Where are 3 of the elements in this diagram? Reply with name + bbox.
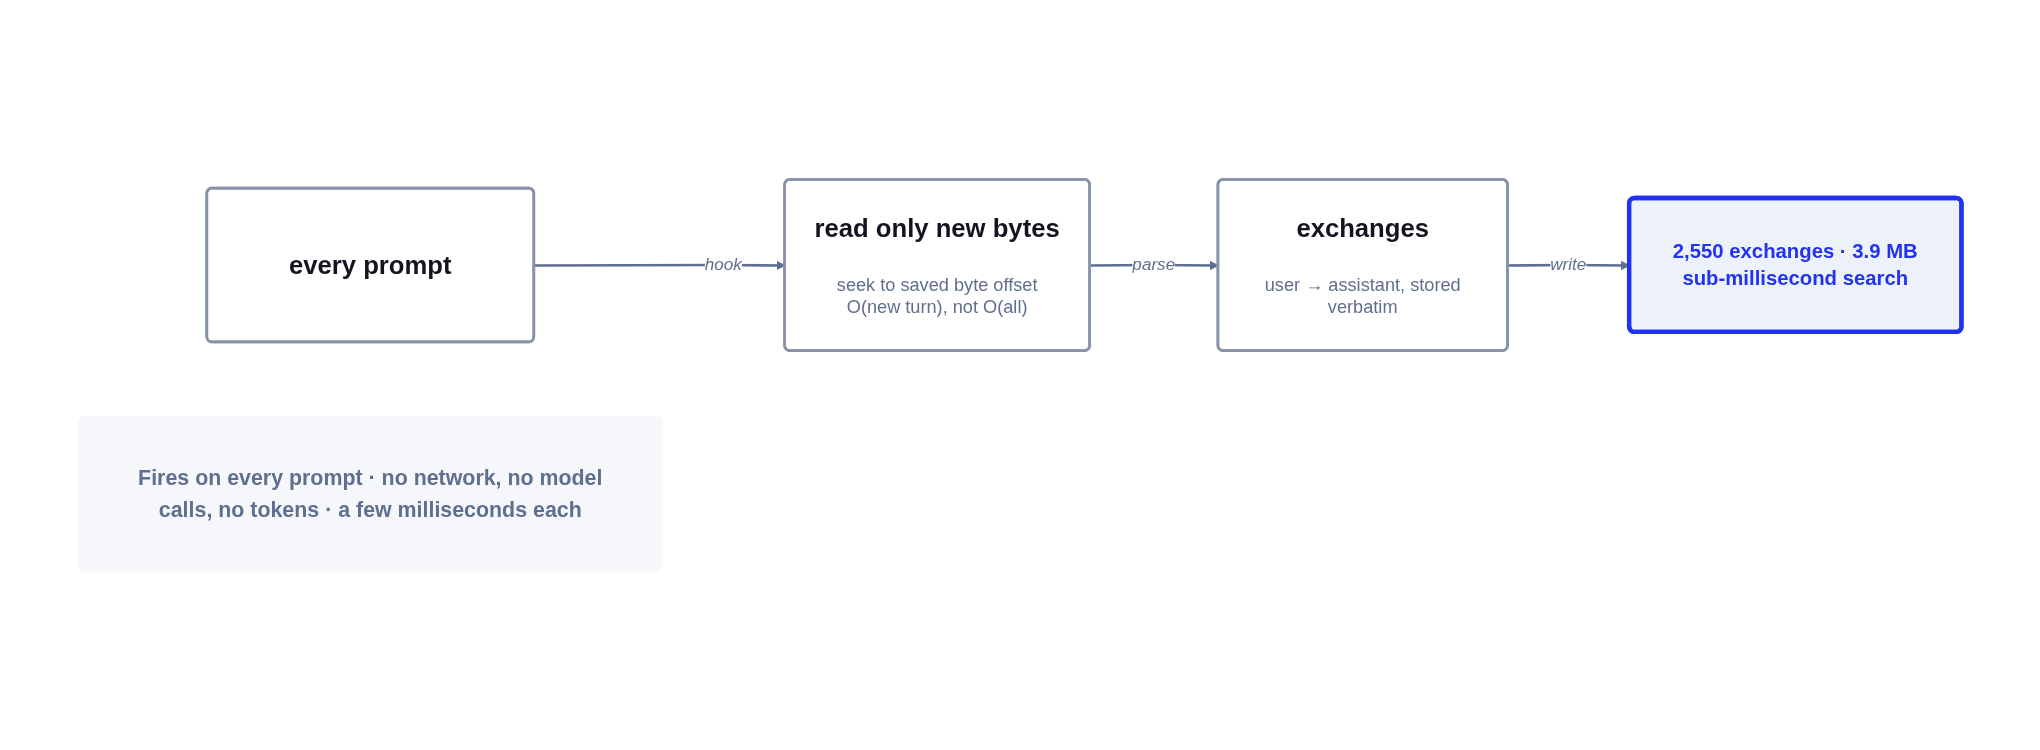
edge-label: parse (1132, 255, 1176, 274)
edge-label: write (1550, 255, 1587, 274)
edge-label: hook (704, 255, 742, 274)
